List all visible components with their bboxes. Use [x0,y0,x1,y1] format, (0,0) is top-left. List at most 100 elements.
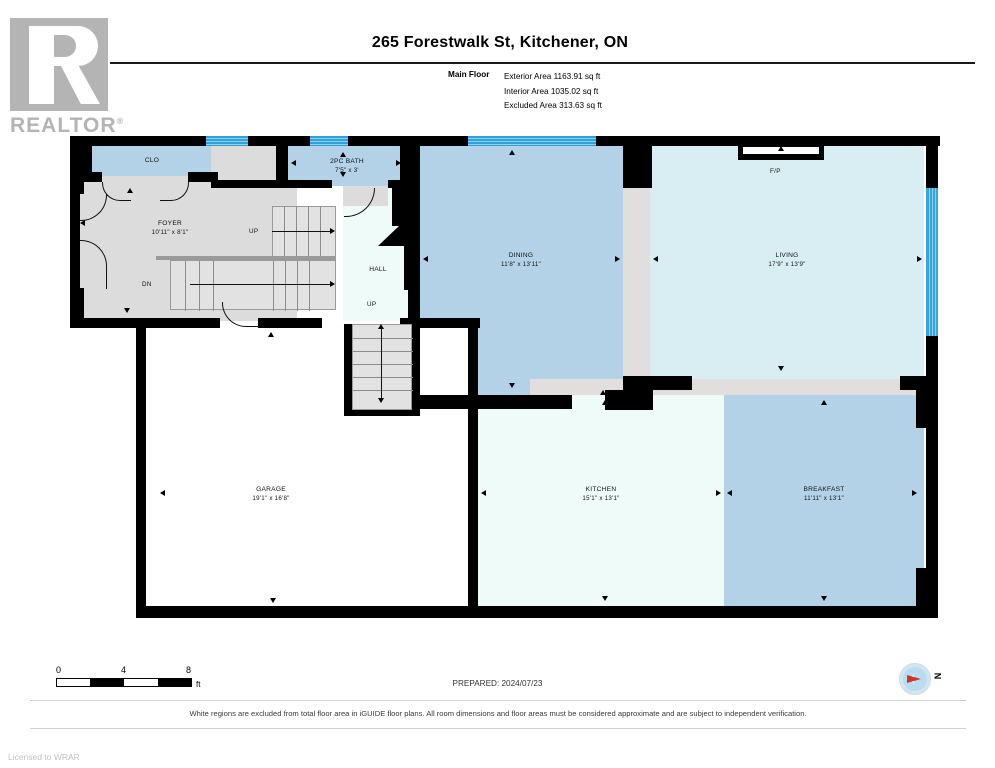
room-dim-dining: 11'8" x 13'11" [501,260,541,268]
wall-living-left-top [640,144,652,188]
room-dim-garage: 19'1" x 16'8" [252,494,290,502]
label-2pc-bath: 2PC BATH 7'5" x 3' [307,158,387,175]
marker-hall-stair-up [378,324,384,329]
marker-dining-left [423,256,428,262]
logo-r-counter [54,35,76,57]
stair-basement-down [352,324,413,410]
wall-clo-left [80,144,92,176]
marker-dn-foyer: DN [142,281,152,288]
wall-stair-shaft-left [344,324,352,414]
wall-dining-bottom [412,395,572,409]
marker-bath-left [291,160,296,166]
room-name-clo: CLO [144,157,160,164]
marker-living-left [653,256,658,262]
wall-clo-bottom-right [188,172,218,182]
logo-word-text: REALTOR [10,114,117,137]
marker-garage-down [270,598,276,603]
label-clo: CLO [112,157,192,166]
marker-living-down [778,366,784,371]
room-name-foyer: FOYER [158,220,182,227]
marker-up-hall: UP [367,301,377,308]
room-clo [92,144,211,176]
wall-stair-shaft-bottom [344,406,420,416]
stair-foyer-down [170,260,336,311]
marker-garage-left [160,490,165,496]
label-kitchen: KITCHEN 15'1" x 13'1" [551,486,651,503]
marker-bath-down [340,172,346,177]
label-living: LIVING 17'9" x 13'9" [737,252,837,269]
room-2pc-bath [288,144,406,186]
scale-seg-1 [90,679,124,686]
marker-dining-down [509,383,515,388]
room-breakfast [724,395,924,612]
marker-up-foyer: UP [249,228,259,235]
label-hall: HALL [338,266,418,275]
room-dim-2pc-bath: 7'5" x 3' [335,166,359,174]
excluded-area: Excluded Area 313.63 sq ft [504,101,602,110]
marker-clo-up [127,188,133,193]
wall-exterior-left-upper [70,136,80,328]
floor-label: Main Floor [448,70,490,79]
wall-stair-shaft-right [412,324,420,412]
wall-foyer-left-notch-bottom [70,288,84,324]
marker-bath-up [340,152,346,157]
marker-kitchen-down [602,596,608,601]
room-dim-breakfast: 11'11" x 13'1" [804,494,844,502]
wall-dining-left-lower [408,283,420,329]
room-garage [146,328,476,612]
wall-garage-top-right [400,318,480,328]
label-foyer: FOYER 10'11" x 8'1" [120,220,220,237]
marker-kitchen-right [716,490,721,496]
wall-hall-right-lower [404,238,420,290]
room-name-dining: DINING [508,252,534,259]
room-name-breakfast: BREAKFAST [803,486,845,493]
wall-living-left-bottom [640,376,652,410]
marker-garage-up [268,332,274,337]
marker-breakfast-up [821,400,827,405]
area-summary: Exterior Area 1163.91 sq ft Interior Are… [504,70,602,114]
door-garage-entry [222,302,259,327]
room-living [650,144,924,379]
window-top-left [206,136,248,146]
page-title: 265 Forestwalk St, Kitchener, ON [371,34,629,51]
room-name-garage: GARAGE [256,486,286,493]
scale-seg-2 [158,679,191,686]
marker-foyer-left [80,220,85,226]
marker-fireplace: F/P [770,168,781,175]
footer-divider-bottom [30,728,966,729]
stair-foyer-up-arrow-line [272,231,330,232]
disclaimer-text: White regions are excluded from total fl… [189,709,807,718]
room-name-kitchen: KITCHEN [585,486,617,493]
compass-needle-red [907,674,921,683]
floorplan-drawing: CLO FOYER 10'11" x 8'1" 2PC BATH 7'5" x … [0,128,995,628]
interior-area: Interior Area 1035.02 sq ft [504,86,599,96]
marker-kitchen-up [602,400,608,405]
marker-bath-right [396,160,401,166]
stair-foyer-up-arrow [330,228,335,234]
room-name-hall: HALL [369,266,387,273]
marker-living-right [917,256,922,262]
marker-breakfast-down [821,596,827,601]
marker-dining-up [509,150,515,155]
stair-foyer-down-arrow [330,281,335,287]
wall-garage-right [468,324,478,616]
wall-living-bottom-left [652,376,692,390]
wall-bath-bottom-right [388,180,420,188]
label-garage: GARAGE 19'1" x 16'8" [221,486,321,503]
corridor-dining-living [623,186,650,378]
window-right-living [926,188,938,336]
marker-foyer-down [124,308,130,313]
stair-landing-rail [156,256,336,260]
wall-foyer-bottom-right [258,318,322,328]
scale-tick-4: 4 [121,665,127,675]
wall-kitchen-right-stub [916,390,938,428]
marker-living-lower-up [600,390,606,395]
wall-exterior-bottom [136,606,938,618]
scale-tick-8: 8 [186,665,192,675]
room-dim-kitchen: 15'1" x 13'1" [582,494,620,502]
marker-kitchen-left [481,490,486,496]
compass-icon [899,663,931,695]
stair-foyer-down-arrow-line [190,284,330,285]
wall-breakfast-right-stub [916,568,938,616]
registered-mark-icon: ® [116,116,125,126]
